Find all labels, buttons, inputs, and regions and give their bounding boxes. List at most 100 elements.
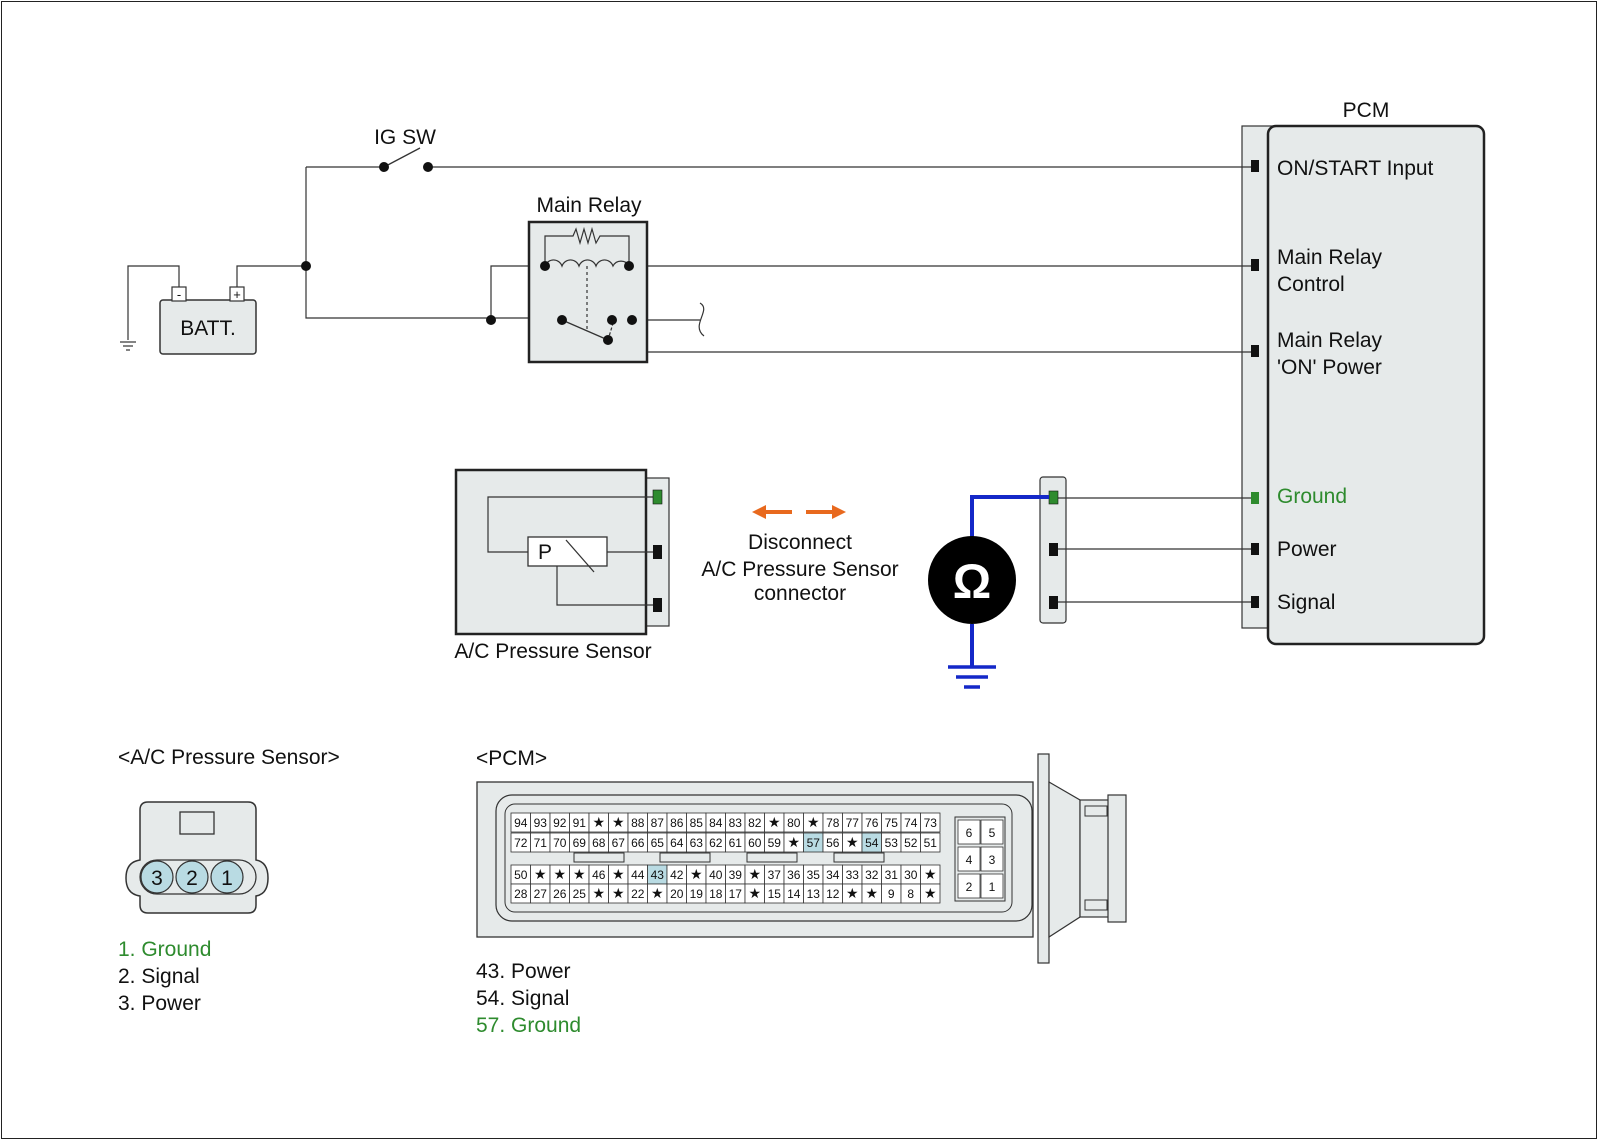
pcm-pin-number: 25	[573, 887, 587, 901]
pcm-pin-number: 26	[553, 887, 567, 901]
sensor-connector-pin-slot	[139, 859, 257, 895]
main-relay-box	[527, 220, 649, 364]
pcm-small-pin-number: 3	[989, 853, 996, 867]
pcm-pin-number: 87	[651, 816, 665, 830]
harness-pin-power	[1049, 543, 1058, 556]
pcm-small-pin-cell	[980, 873, 1004, 899]
sensor-connector-latch	[179, 811, 215, 835]
pcm-pin-number: 36	[787, 868, 801, 882]
pcm-pin-number: 50	[514, 868, 528, 882]
pcm-pin-number: 53	[885, 836, 899, 850]
pcm-small-pin-number: 2	[966, 880, 973, 894]
disconnect-arrows	[752, 505, 846, 519]
pcm-pin-number: 52	[904, 836, 918, 850]
pcm-pin-number: ★	[846, 885, 859, 901]
pcm-pin-number: 27	[534, 887, 548, 901]
pcm-pin-number: 75	[885, 816, 899, 830]
pcm-pin-number: 86	[670, 816, 684, 830]
pcm-pin-number: ★	[924, 866, 937, 882]
pcm-pin-number: 66	[631, 836, 645, 850]
pcm-pin-number: 85	[690, 816, 704, 830]
pcm-main-relay-on-label-2: 'ON' Power	[1277, 356, 1382, 379]
pcm-pin-cell	[920, 883, 941, 904]
legend-item: 54. Signal	[476, 987, 569, 1010]
sensor-connector-pin	[210, 860, 244, 894]
sensor-connector-title: <A/C Pressure Sensor>	[118, 746, 340, 769]
pcm-pin-number: 69	[573, 836, 587, 850]
pcm-pin-number: 71	[534, 836, 548, 850]
pcm-pin-number: 83	[729, 816, 743, 830]
pcm-pin-number: 34	[826, 868, 840, 882]
pcm-pin-number: 43	[651, 868, 665, 882]
battery-minus-sign: -	[177, 287, 181, 302]
pcm-pin-number: 91	[573, 816, 587, 830]
junction-relay-feed	[486, 315, 496, 325]
pressure-element-label: P	[538, 541, 552, 564]
ohm-symbol: Ω	[953, 556, 991, 609]
pcm-pin-number: 44	[631, 868, 645, 882]
battery	[159, 299, 257, 355]
pcm-pin-cell	[920, 812, 941, 833]
pcm-pin-number: 31	[885, 868, 899, 882]
disconnect-label-2: A/C Pressure Sensor	[701, 558, 898, 581]
sensor-connector-pin	[140, 860, 174, 894]
pcm-pin-number: 56	[826, 836, 840, 850]
pcm-connector-title: <PCM>	[476, 747, 547, 770]
pcm-pin-main-relay-on	[1251, 345, 1259, 357]
pcm-pin-number: 30	[904, 868, 918, 882]
pcm-connector-keys	[573, 852, 885, 863]
pcm-pin-number: 72	[514, 836, 528, 850]
relay-switch-common	[557, 315, 567, 325]
ohmmeter-ground-symbol	[948, 665, 996, 689]
legend-item: 43. Power	[476, 960, 571, 983]
pcm-pin-number: ★	[865, 885, 878, 901]
pcm-small-pin-number: 5	[989, 826, 996, 840]
disconnect-label-3: connector	[754, 582, 846, 605]
pcm-pin-number: 12	[826, 887, 840, 901]
pcm-pin-number: ★	[573, 866, 586, 882]
pcm-connector-taper	[1048, 780, 1081, 939]
sensor-internal-wiring	[487, 496, 654, 606]
pcm-connector-tab-top	[1084, 805, 1108, 817]
pcm-pin-number: 64	[670, 836, 684, 850]
pcm-pin-number: 68	[592, 836, 606, 850]
pcm-pin-number: 70	[553, 836, 567, 850]
pcm-pin-number: 82	[748, 816, 762, 830]
pcm-pin-number: 9	[888, 887, 895, 901]
sensor-pin-ground	[652, 489, 663, 505]
ohmmeter	[928, 536, 1016, 624]
legend-item: 2. Signal	[118, 965, 200, 988]
pcm-pin-main-relay-control	[1251, 259, 1259, 271]
pcm-pin-number: 80	[787, 816, 801, 830]
pcm-pin-number: 93	[534, 816, 548, 830]
pcm-pin-number: 76	[865, 816, 879, 830]
pcm-pin-number: ★	[690, 866, 703, 882]
pcm-signal-label: Signal	[1277, 591, 1335, 614]
pcm-connector-flange	[1037, 753, 1050, 964]
pcm-pin-number: 18	[709, 887, 723, 901]
pcm-pin-ground	[1251, 492, 1259, 504]
pcm-small-pin-cell	[980, 846, 1004, 872]
pcm-pin-number: ★	[534, 866, 547, 882]
pcm-small-pin-cell	[980, 819, 1004, 845]
pcm-title: PCM	[1343, 99, 1390, 122]
junction-battery	[301, 261, 311, 271]
harness-pin-ground	[1048, 490, 1059, 505]
pcm-pin-number: ★	[768, 814, 781, 830]
pcm-pin-number: 74	[904, 816, 918, 830]
pcm-pin-number: 32	[865, 868, 879, 882]
relay-switch-contact-2	[627, 315, 637, 325]
pcm-pin-number: 22	[631, 887, 645, 901]
battery-ground-wire	[127, 265, 180, 340]
pcm-pin-number: ★	[553, 866, 566, 882]
pcm-pin-number: 40	[709, 868, 723, 882]
pcm-pin-number: 46	[592, 868, 606, 882]
pcm-power-label: Power	[1277, 538, 1337, 561]
ohmmeter-lead-top	[970, 495, 1049, 538]
ig-switch-contact-left	[379, 162, 389, 172]
power-wiring	[236, 166, 1251, 353]
pcm-connector-tab-bottom	[1084, 899, 1108, 911]
